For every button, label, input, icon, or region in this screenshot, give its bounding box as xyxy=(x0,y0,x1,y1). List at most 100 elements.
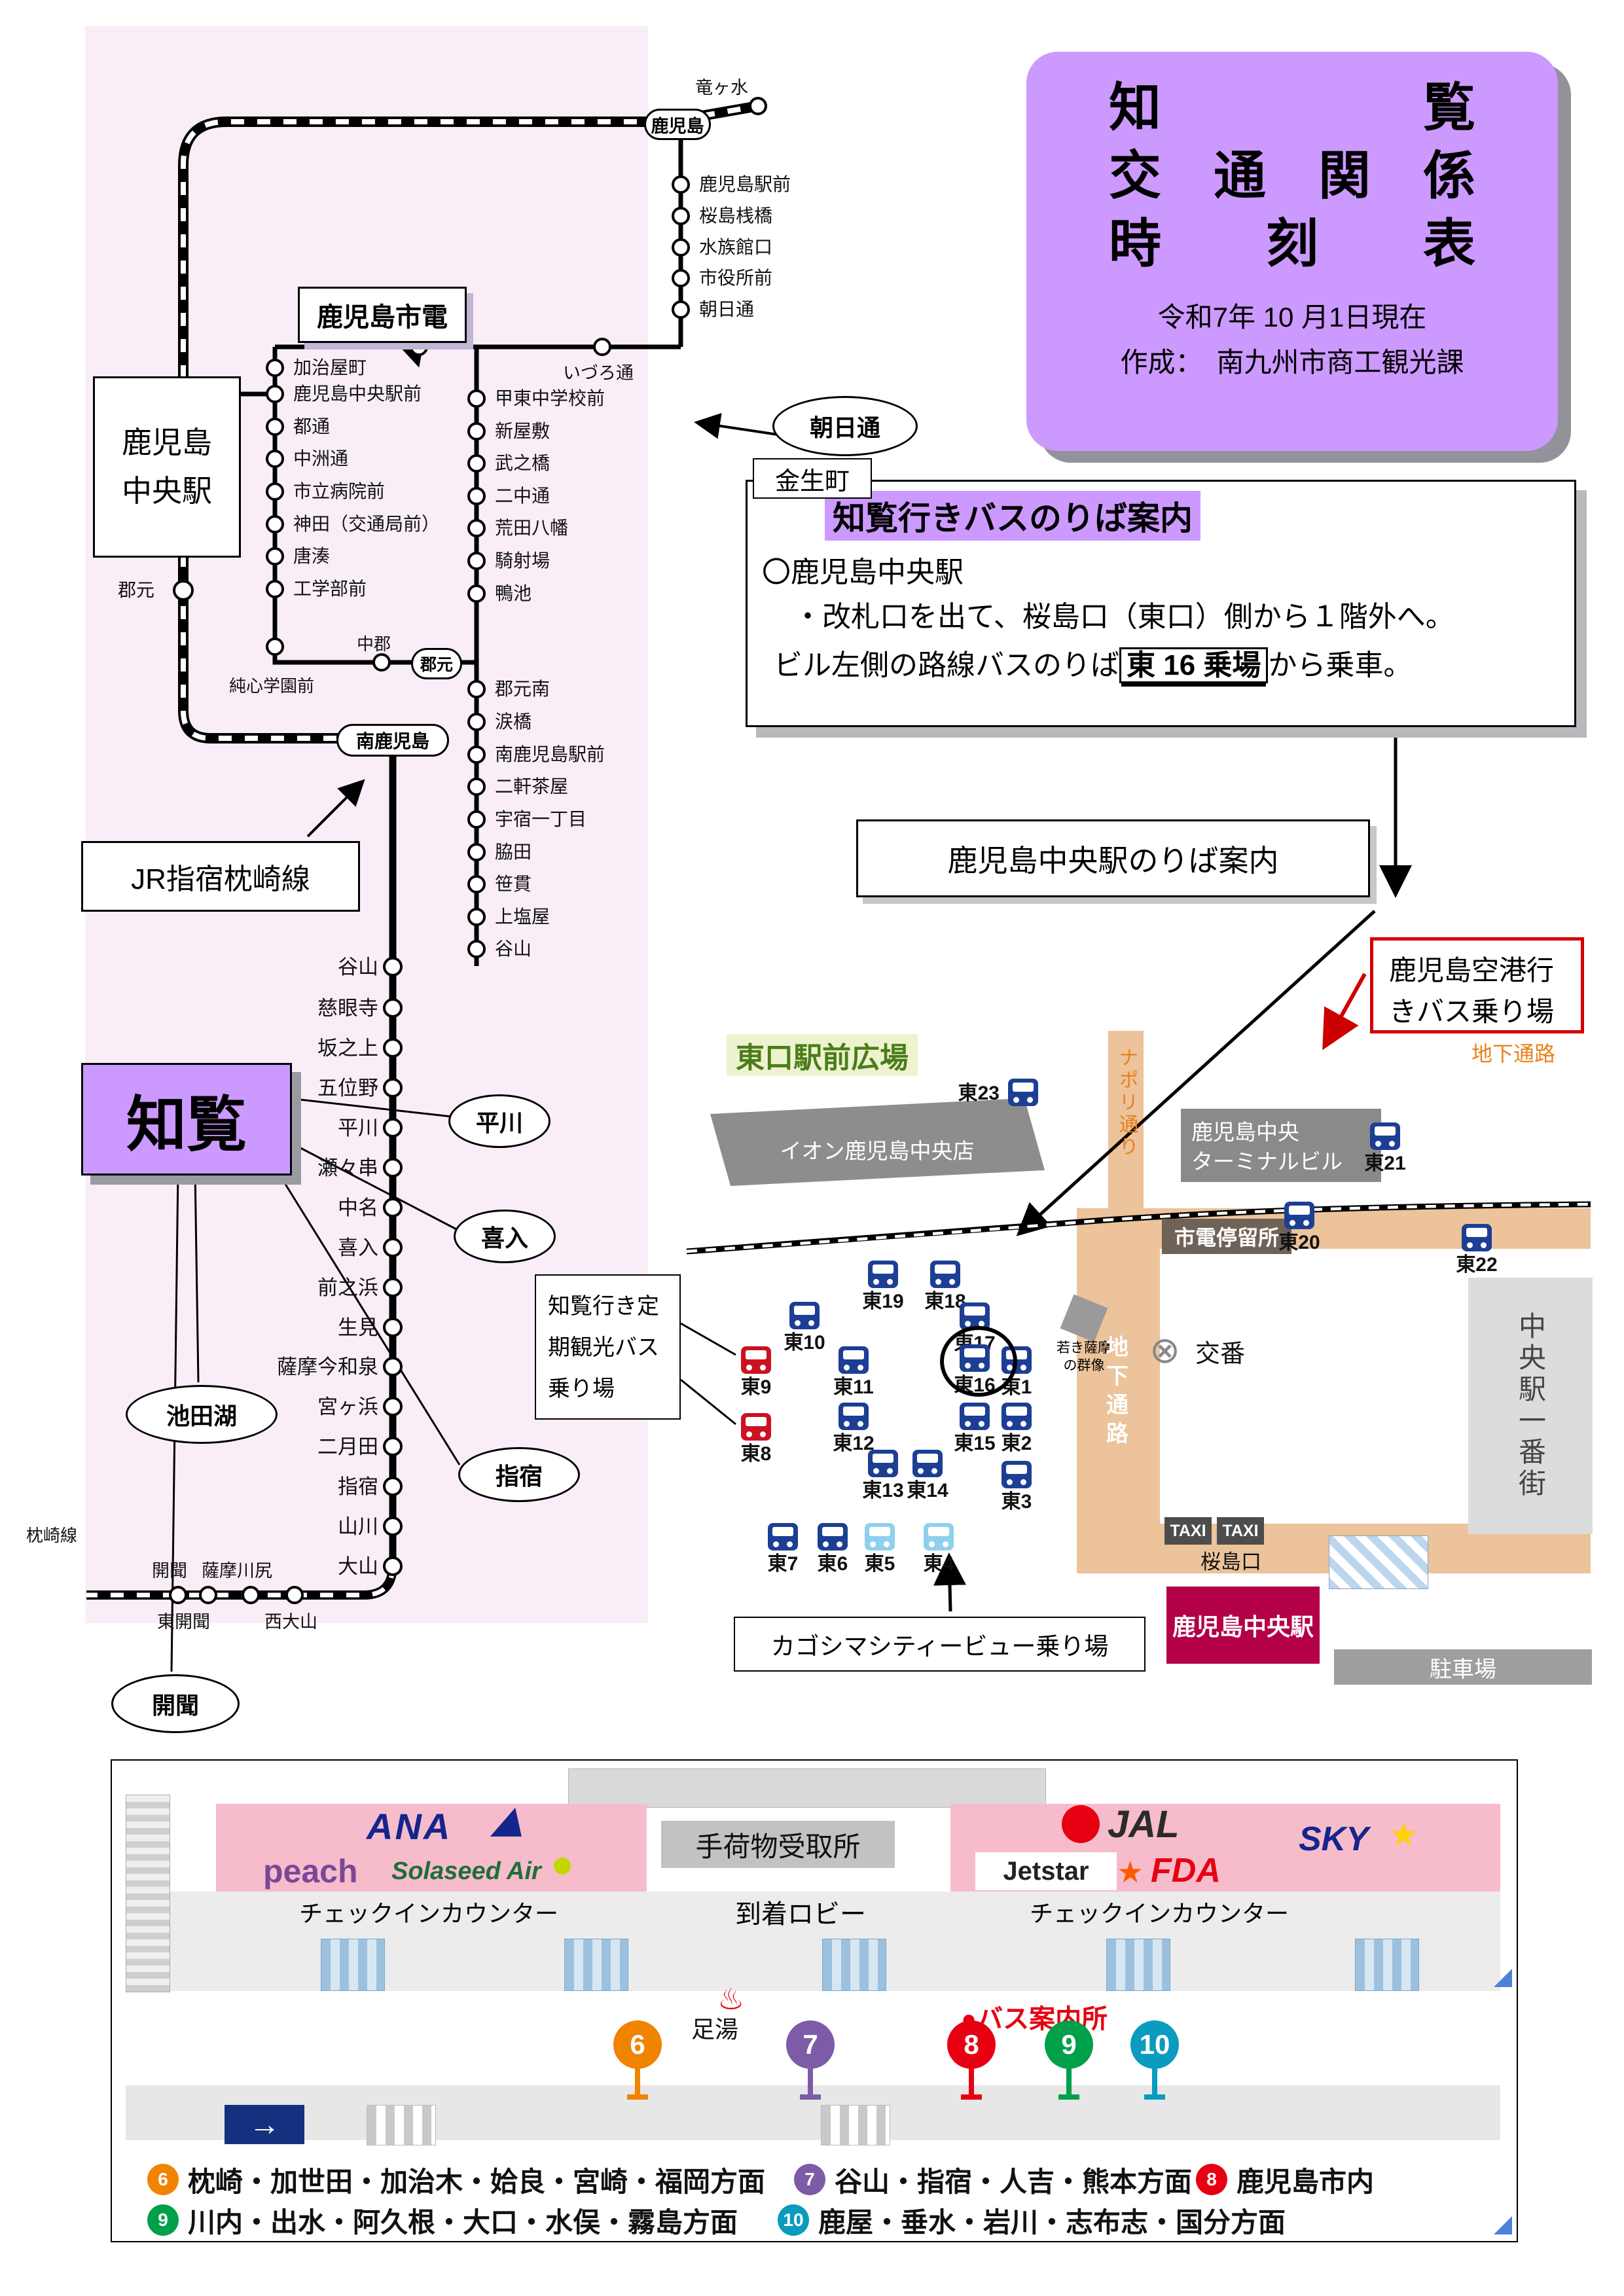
notice-line-2: ・改札口を出て、桜島口（東口）側から１階外へ。 xyxy=(793,601,1454,633)
station-dot xyxy=(672,300,690,319)
station-label: 加治屋町 xyxy=(293,357,367,378)
parking-ramp xyxy=(1329,1535,1428,1589)
airport-red-arrow xyxy=(1322,973,1367,1050)
station-label: 大山 xyxy=(338,1555,378,1578)
bus-stop-label: 東7 xyxy=(767,1553,799,1575)
checkin-counter-right: チェックインカウンター xyxy=(1029,1900,1289,1927)
sightseeing-connector-1 xyxy=(680,1322,736,1356)
bus-stop-icon xyxy=(839,1346,869,1374)
station-label: 朝日通 xyxy=(699,299,755,319)
airport-door-4 xyxy=(1106,1939,1170,1991)
station-label: 唐湊 xyxy=(293,546,331,566)
bus-stop-icon xyxy=(839,1403,869,1430)
station-label-nishioyama: 西大山 xyxy=(264,1612,317,1632)
minami-kagoshima-badge: 南鹿児島 xyxy=(336,724,449,757)
airport-door-1 xyxy=(321,1939,385,1991)
station-label: 鴨池 xyxy=(495,583,532,603)
statue-label: 若き薩摩 の群像 xyxy=(1038,1339,1130,1375)
station-label-higashikaimon: 東開聞 xyxy=(157,1612,210,1632)
terminal-label-line1: 鹿児島中央 xyxy=(1191,1120,1299,1144)
pin-base xyxy=(1058,2094,1079,2100)
notice-title: 知覧行きバスのりば案内 xyxy=(825,491,1200,541)
bus-stop-icon xyxy=(960,1403,990,1430)
station-label: 市立病院前 xyxy=(293,481,386,501)
jal-logo: JAL xyxy=(1108,1803,1180,1846)
parking-building: 駐車場 xyxy=(1334,1649,1592,1685)
legend-text: 谷山・指宿・人吉・熊本方面 xyxy=(835,2166,1193,2197)
boarding-pin: 9 xyxy=(1045,2020,1093,2069)
boarding-pin: 7 xyxy=(786,2020,835,2069)
station-label-makurazaki-line: 枕崎線 xyxy=(26,1526,78,1545)
airport-door-5 xyxy=(1355,1939,1419,1991)
bus-stop-icon xyxy=(1001,1403,1032,1430)
taxi-stand-1: TAXI xyxy=(1164,1517,1212,1545)
chuo-station-box: 鹿児島 中央駅 xyxy=(93,376,241,558)
chuo-station-line1: 鹿児島 xyxy=(122,425,212,459)
station-label: 谷山 xyxy=(495,939,532,959)
station-label: 騎射場 xyxy=(495,550,550,571)
peach-logo: peach xyxy=(263,1853,358,1890)
bus-stop-icon xyxy=(741,1413,771,1441)
koban-icon: ⊗ xyxy=(1149,1329,1180,1371)
station-label: 中洲通 xyxy=(293,448,349,469)
notice-line-1: 〇鹿児島中央駅 xyxy=(762,556,964,588)
boarding-pin: 8 xyxy=(947,2020,996,2069)
station-dot xyxy=(672,269,690,287)
title-line-2: 交 通 関 係 xyxy=(1109,147,1475,205)
underpass-road xyxy=(1077,1208,1160,1537)
bus-stop-icon xyxy=(865,1523,895,1551)
airport-door-3 xyxy=(822,1939,886,1991)
legend-badge: 7 xyxy=(794,2164,825,2195)
pin-stem xyxy=(635,2068,640,2096)
station-label: 谷山 xyxy=(338,956,378,978)
baggage-claim-box: 手荷物受取所 xyxy=(661,1821,895,1868)
station-label: 薩摩今和泉 xyxy=(277,1355,378,1378)
bus-stop-label: 東4 xyxy=(923,1553,954,1575)
title-date: 令和7年 10 月1日現在 xyxy=(1157,302,1427,332)
bus-stop-label: 東21 xyxy=(1364,1153,1406,1174)
station-label: 生見 xyxy=(338,1316,378,1339)
airport-bus-line1: 鹿児島空港行 xyxy=(1389,955,1555,986)
napoli-street-label: ナポリ通り xyxy=(1115,1047,1138,1158)
station-label: 山川 xyxy=(338,1515,378,1538)
onsen-icon: ♨ xyxy=(717,1982,745,2016)
bus-stop-label: 東15 xyxy=(954,1433,996,1454)
bus-stop-label: 東3 xyxy=(1001,1491,1032,1513)
bus-stop-label: 東23 xyxy=(958,1083,1000,1104)
station-label: 喜入 xyxy=(338,1236,378,1259)
sightseeing-line3: 乗り場 xyxy=(548,1376,615,1401)
station-label: 鹿児島中央駅前 xyxy=(293,384,422,404)
bus-stop-icon xyxy=(868,1261,898,1288)
station-label-izuro: いづろ通 xyxy=(563,363,634,383)
station-label: 鹿児島駅前 xyxy=(699,174,791,194)
station-label: 水族館口 xyxy=(699,237,773,257)
bus-stop-label: 東2 xyxy=(1001,1433,1032,1454)
pin-stem xyxy=(1152,2068,1157,2096)
fda-logo: FDA xyxy=(1151,1852,1221,1890)
east16-highlight-circle xyxy=(940,1326,1017,1397)
jetstar-logo: Jetstar xyxy=(975,1852,1117,1890)
statue-label-line1: 若き薩摩 xyxy=(1056,1340,1111,1355)
station-label-nakagori: 中郡 xyxy=(357,634,391,654)
direction-arrow-box: → xyxy=(225,2105,304,2144)
bus-stop-label: 東14 xyxy=(907,1480,948,1501)
bus-stop-label: 東19 xyxy=(862,1291,904,1312)
station-label: 上塩屋 xyxy=(495,906,550,927)
scroll-indicator-bottom xyxy=(1494,2216,1512,2234)
pin-base xyxy=(1144,2094,1165,2100)
bus-stop-icon xyxy=(1462,1224,1492,1251)
legend-text: 鹿屋・垂水・岩川・志布志・国分方面 xyxy=(818,2207,1286,2238)
jal-circle-icon xyxy=(1062,1805,1100,1843)
pin-base xyxy=(627,2094,648,2100)
underpass-road-label: 地下通路 xyxy=(1102,1335,1128,1450)
pin-stem xyxy=(1066,2068,1072,2096)
title-line-1: 知 覧 xyxy=(1109,79,1475,137)
sky-star-icon: ★ xyxy=(1389,1816,1418,1853)
bus-stop-label: 東13 xyxy=(862,1480,904,1501)
bus-stop-label: 東18 xyxy=(924,1291,966,1312)
station-label: 武之橋 xyxy=(495,453,550,473)
title-box: 知 覧 交 通 関 係 時 刻 表 令和7年 10 月1日現在 作成： 南九州市… xyxy=(1026,52,1558,451)
bus-stop-label: 東12 xyxy=(833,1433,875,1454)
legend-text: 鹿児島市内 xyxy=(1236,2166,1375,2197)
